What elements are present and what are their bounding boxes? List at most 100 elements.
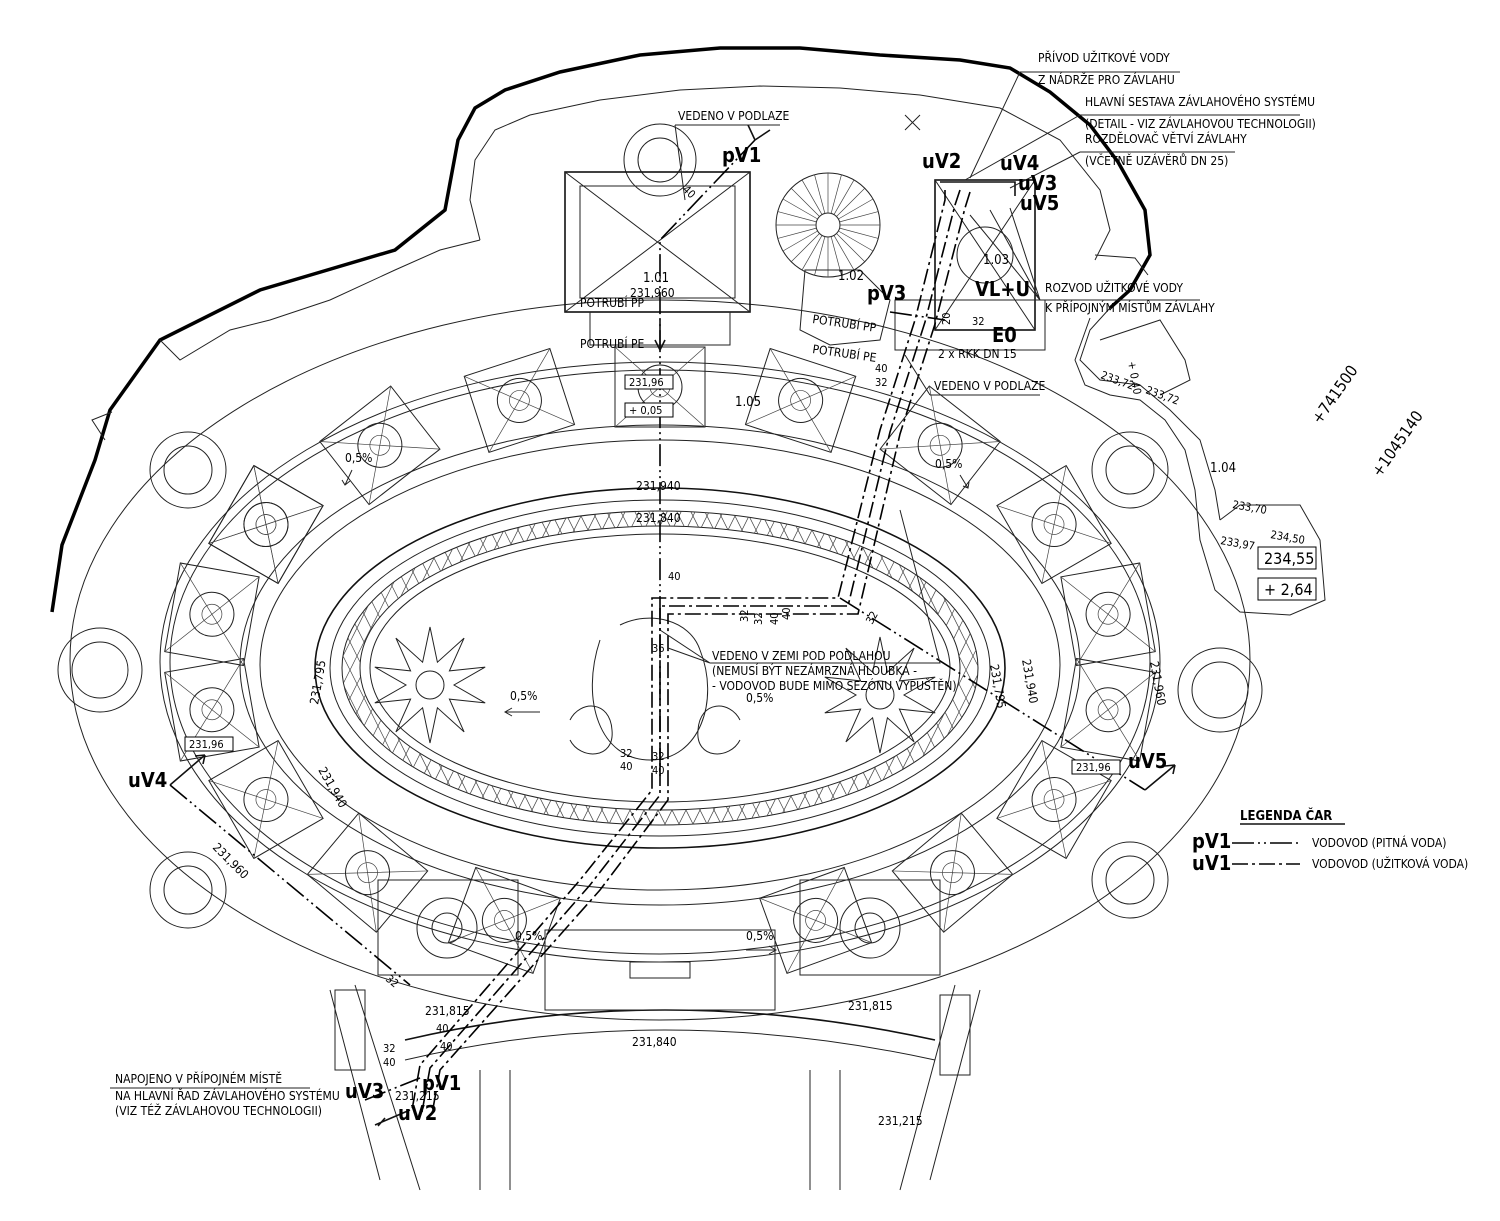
room-103: [894, 179, 1046, 351]
label-uv4-top: uV4: [1000, 151, 1039, 175]
coord-x: +1045140: [1368, 407, 1427, 480]
site-boundary: [50, 46, 1326, 616]
level-264: + 2,64: [1264, 580, 1313, 599]
level-231940-a: 231,940: [636, 479, 681, 493]
callout-napojeno-3: (VIZ TÉŽ ZÁVLAHOVOU TECHNOLOGII): [115, 1103, 322, 1118]
level-231840-b: 231,840: [632, 1035, 677, 1049]
level-23196-left: 231,96: [189, 738, 224, 751]
radial-bays: [164, 346, 1156, 975]
dim-36: 36: [652, 642, 665, 655]
dim-32-c: 32: [875, 376, 888, 389]
callout-hlavni-2: (DETAIL - VIZ ZÁVLAHOVOU TECHNOLOGII): [1085, 116, 1316, 131]
stair-102: [775, 172, 891, 346]
pipe-uv-main-b: [421, 189, 961, 1113]
level-231960-top: 231,960: [630, 286, 675, 300]
level-23196-center: 231,96: [629, 376, 664, 389]
legend: LEGENDA ČAR pV1 VODOVOD (PITNÁ VODA) uV1…: [1192, 808, 1468, 875]
callout-vedeno-podlaze-right: VEDENO V PODLAZE: [934, 379, 1046, 393]
level-23397: 233,97: [1219, 534, 1255, 553]
room-102: 1.02: [838, 269, 864, 284]
callout-rozvod-2: K PŘÍPOJNÝM MÍSTŮM ZÁVLAHY: [1045, 300, 1215, 315]
dim-40-h: 40: [780, 607, 793, 620]
level-231795-left: 231,795: [307, 659, 329, 705]
callout-napojeno-2: NA HLAVNÍ ŘAD ZÁVLAHOVÉHO SYSTÉMU: [115, 1088, 340, 1103]
legend-u-desc: VODOVOD (UŽITKOVÁ VODA): [1312, 856, 1468, 871]
pipe-pv3: [889, 311, 946, 321]
dim-40-c: 40: [768, 612, 781, 625]
dim-32-d: 32: [652, 750, 665, 763]
callout-zemi-2: (NEMUSÍ BÝT NEZÁMRZNÁ HLOUBKA -: [712, 663, 917, 678]
label-vl-u: VL+U: [975, 277, 1030, 301]
label-e0: E0: [992, 323, 1017, 347]
callout-potrubi-pe-1: POTRUBÍ PE: [580, 336, 645, 351]
apses: [57, 123, 1263, 929]
callout-texts: PŘÍVOD UŽITKOVÉ VODY Z NÁDRŽE PRO ZÁVLAH…: [115, 50, 1316, 1118]
label-pv1-bottom: pV1: [422, 1071, 461, 1095]
level-23455: 234,55: [1264, 549, 1314, 568]
pipe-uv-main-c: [431, 191, 971, 1115]
room-103: 1.03: [983, 253, 1009, 268]
callout-rozdelovac-1: ROZDĚLOVAČ VĚTVÍ ZÁVLAHY: [1085, 131, 1247, 146]
callout-zemi-1: VEDENO V ZEMI POD PODLAHOU: [712, 649, 891, 663]
label-uv5-right: uV5: [1128, 749, 1167, 773]
callout-privod-2: Z NÁDRŽE PRO ZÁVLAHU: [1038, 72, 1175, 87]
pipe-uv-main-a: [411, 190, 946, 1111]
level-231840-a: 231,840: [636, 511, 681, 525]
level-23370: 233,70: [1231, 498, 1267, 517]
label-uv4-left: uV4: [128, 768, 167, 792]
callout-potrubi-pe-2: POTRUBÍ PE: [812, 341, 878, 365]
dim-40-d: 40: [875, 362, 888, 375]
label-uv3-bottom: uV3: [345, 1079, 384, 1103]
label-uv5-top: uV5: [1020, 191, 1059, 215]
legend-title: LEGENDA ČAR: [1240, 808, 1332, 824]
dim-32-a: 32: [752, 612, 765, 625]
bottom-gate: [329, 879, 981, 1191]
field-ornaments: [374, 617, 936, 761]
dim-40-b: 40: [668, 570, 681, 583]
label-pv1-top: pV1: [722, 143, 761, 167]
callout-potrubi-pp-2: POTRUBÍ PP: [812, 311, 878, 335]
callout-rkk: 2 x RKK DN 15: [938, 347, 1017, 361]
pavilion-101: [564, 171, 751, 346]
pipe-uv3: [364, 1077, 421, 1101]
pipe-uv4: [169, 784, 411, 986]
level-23196-right: 231,96: [1076, 761, 1111, 774]
dim-32-i: 32: [620, 747, 633, 760]
pipes: [169, 139, 1146, 1115]
slope-1: 0,5%: [345, 451, 372, 465]
room-104: 1.04: [1210, 461, 1236, 476]
callout-zemi-3: - VODOVOD BUDE MIMO SEZÓNU VYPUŠTĚN): [712, 678, 957, 693]
legend-p-code: pV1: [1192, 829, 1231, 853]
legend-u-code: uV1: [1192, 851, 1231, 875]
dim-32-h: 32: [738, 609, 751, 622]
slope-4: 0,5%: [746, 691, 773, 705]
dim-32-g: 32: [383, 1042, 396, 1055]
room-105: 1.05: [735, 395, 761, 410]
level-231215-b: 231,215: [878, 1114, 923, 1128]
label-pv3: pV3: [867, 281, 906, 305]
leaders: [110, 71, 1300, 1089]
callout-potrubi-pp-1: POTRUBÍ PP: [580, 295, 645, 310]
arrows: [169, 124, 1176, 1127]
slope-6: 0,5%: [746, 929, 773, 943]
level-040: + 0,40: [1125, 360, 1144, 395]
level-231960-left: 231,960: [210, 840, 252, 882]
callout-vedeno-podlaze-top: VEDENO V PODLAZE: [678, 109, 790, 123]
callout-rozvod-1: ROZVOD UŽITKOVÉ VODY: [1045, 280, 1183, 295]
room-numbers: 1.01 1.02 1.03 1.04 1.05: [643, 253, 1236, 476]
callout-privod-1: PŘÍVOD UŽITKOVÉ VODY: [1038, 50, 1170, 65]
legend-p-desc: VODOVOD (PITNÁ VODA): [1312, 835, 1446, 850]
dim-32-e: 32: [863, 609, 881, 626]
label-uv2-top: uV2: [922, 149, 961, 173]
level-231215-a: 231,215: [395, 1089, 440, 1103]
level-231815-b: 231,815: [848, 999, 893, 1013]
level-231940-left: 231,940: [315, 765, 350, 811]
dim-40-i: 40: [620, 760, 633, 773]
callout-napojeno-1: NAPOJENO V PŘÍPOJNÉM MÍSTĚ: [115, 1071, 282, 1086]
label-uv3-top: uV3: [1018, 171, 1057, 195]
dim-32-b: 32: [972, 315, 985, 328]
dim-40-j: 40: [440, 1040, 453, 1053]
dim-40-g: 40: [383, 1056, 396, 1069]
dim-20: 20: [940, 312, 953, 325]
slope-5: 0,5%: [515, 929, 542, 943]
